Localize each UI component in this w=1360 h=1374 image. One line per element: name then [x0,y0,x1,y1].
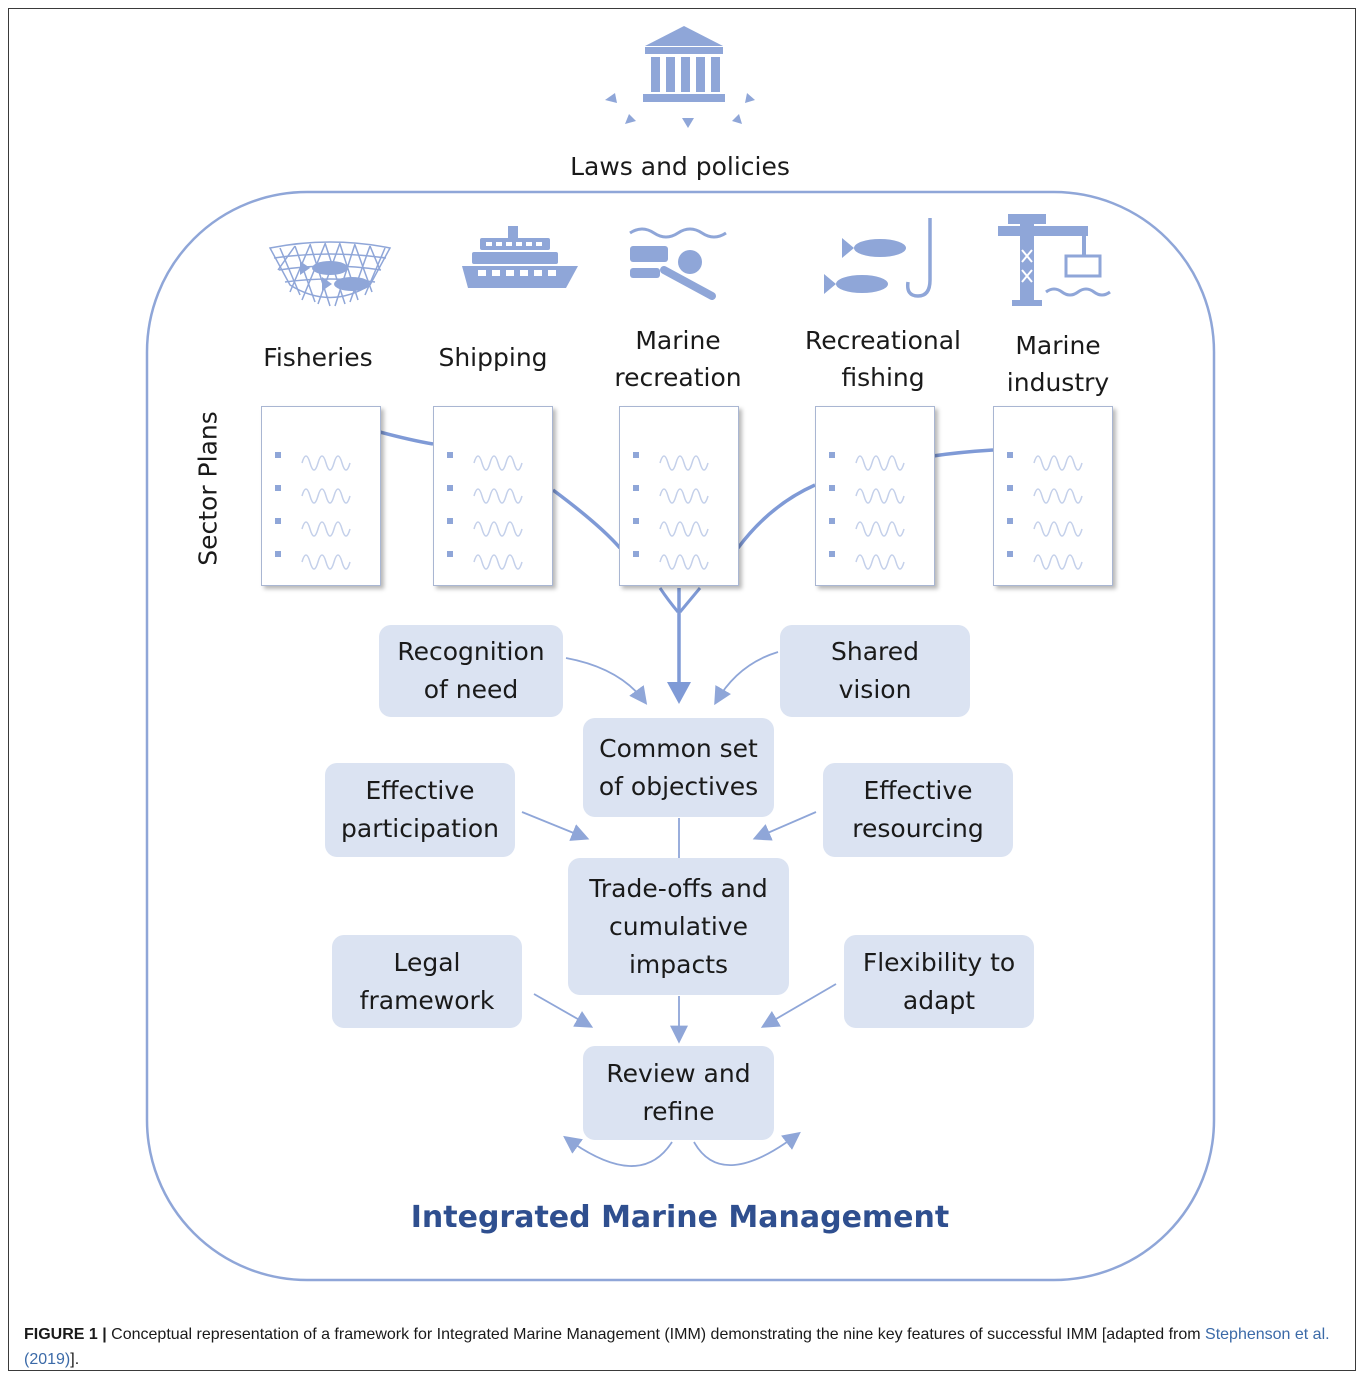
plan-link-3 [736,483,816,550]
box-legal-framework: Legal framework [332,935,522,1028]
sector-plans-text: Sector Plans [193,411,223,566]
imm-title-text: Integrated Marine Management [410,1200,950,1235]
main-down-arrowhead [667,682,691,704]
arrow-recognition [565,657,648,705]
figure-number: FIGURE 1 | [24,1326,107,1343]
sector-label-text: Marine recreation [614,326,742,392]
box-text: Trade-offs and cumulative impacts [589,873,768,979]
sector-label-text: Shipping [438,343,548,372]
arrow-participation [521,811,590,841]
sector-label-text: Marine industry [1006,331,1110,397]
sector-label-text: Fisheries [263,343,373,372]
fish-hook-icon [824,218,932,298]
caption-reference-link[interactable]: Stephenson et al. (2019) [24,1326,1330,1368]
document-lines-icon [447,452,523,570]
arrow-shared [714,651,779,706]
sector-label-marine-industry: Marine industry [968,327,1148,401]
arrow-resourcing [752,811,817,841]
figure-caption: FIGURE 1 | Conceptual representation of … [24,1322,1334,1372]
document-lines-icon [829,452,905,570]
box-text: Effective participation [341,776,499,843]
sector-label-marine-recreation: Marine recreation [588,322,768,396]
arrow-legal [533,993,594,1028]
box-effective-resourcing: Effective resourcing [823,763,1013,857]
box-review-and-refine: Review and refine [583,1046,774,1140]
sector-plan-document [815,406,935,586]
feedback-arrow-left [563,1135,673,1167]
document-lines-icon [1007,452,1083,570]
government-building-icon [605,26,755,128]
box-text: Recognition of need [397,637,545,704]
box-text: Flexibility to adapt [862,947,1016,1015]
imm-title: Integrated Marine Management [0,1200,1360,1235]
sector-plan-document [619,406,739,586]
plan-link-2 [551,488,622,550]
sector-label-fisheries: Fisheries [238,339,398,376]
feedback-arrow-right [693,1131,801,1166]
box-shared-vision: Shared vision [780,625,970,717]
caption-text-after: ]. [70,1351,80,1368]
figure-frame [8,8,1356,1371]
sector-plans-label: Sector Plans [194,409,223,569]
plan-link-4 [932,448,994,458]
laws-and-policies-label: Laws and policies [530,148,830,185]
sector-label-shipping: Shipping [413,339,573,376]
caption-text-before: Conceptual representation of a framework… [106,1326,1206,1343]
ship-icon [462,226,578,288]
box-text: Effective resourcing [852,776,984,843]
converge-left [658,587,680,613]
sector-plan-document [993,406,1113,586]
box-text: Review and refine [606,1059,751,1126]
sector-plan-document [261,406,381,586]
document-lines-icon [275,452,351,570]
laws-label-text: Laws and policies [570,152,790,181]
box-effective-participation: Effective participation [325,763,515,857]
box-trade-offs: Trade-offs and cumulative impacts [568,858,789,995]
box-text: Common set of objectives [598,733,759,801]
box-flexibility-to-adapt: Flexibility to adapt [844,935,1034,1028]
imm-boundary [145,190,1216,1282]
box-common-objectives: Common set of objectives [583,718,774,817]
arrow-flexibility [760,983,837,1028]
converge-right [678,587,702,613]
sector-label-recreational-fishing: Recreational fishing [793,322,973,396]
box-text: Legal framework [359,947,495,1015]
port-crane-icon [998,214,1111,306]
sector-label-text: Recreational fishing [805,326,961,392]
box-text: Shared vision [830,637,919,704]
box-recognition-of-need: Recognition of need [379,625,563,717]
sector-plan-document [433,406,553,586]
diver-icon [629,227,727,300]
plan-link-1 [379,430,434,446]
document-lines-icon [633,452,709,570]
